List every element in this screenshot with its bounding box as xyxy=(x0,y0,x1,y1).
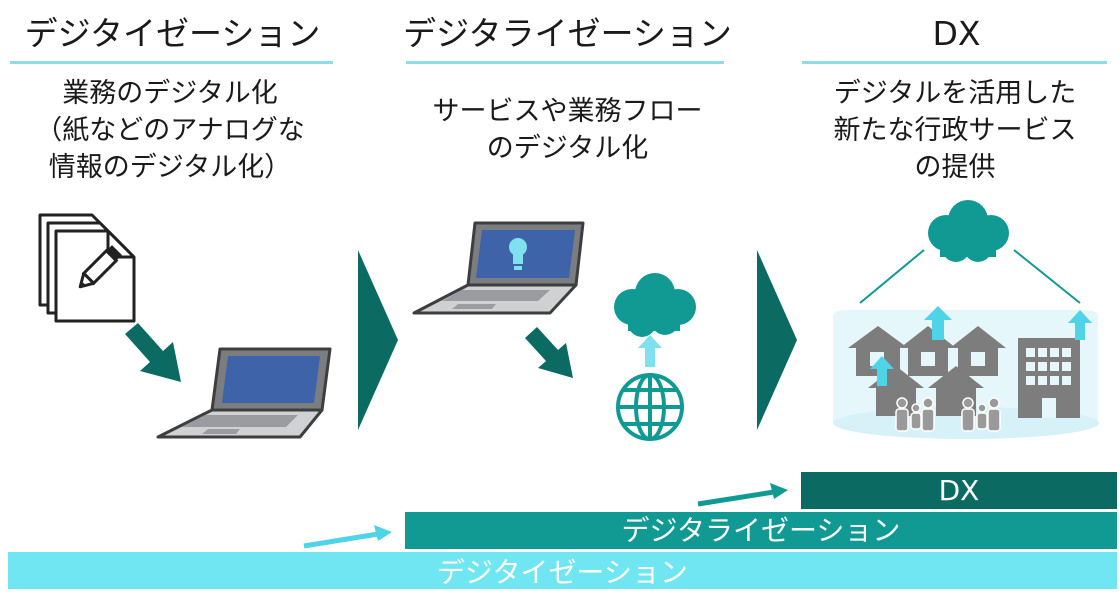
column-2-divider xyxy=(406,61,724,64)
step-arrow-icon xyxy=(697,483,788,507)
column-3-title: DX xyxy=(932,14,981,53)
column-1-divider xyxy=(10,61,333,64)
building-icon xyxy=(1018,338,1080,418)
column-1-desc-line: 情報のデジタル化） xyxy=(48,152,292,183)
column-1-desc-line: 業務のデジタル化 xyxy=(62,78,278,109)
column-1-description: 業務のデジタル化 （紙などのアナログな 情報のデジタル化） xyxy=(0,75,340,186)
column-2-description: サービスや業務フロー のデジタル化 xyxy=(405,93,730,167)
digitalization-bar-label: デジタライゼーション xyxy=(621,514,901,547)
laptop-icon xyxy=(156,347,332,439)
arrow-up-icon xyxy=(638,335,662,367)
column-3-desc-line: デジタルを活用した xyxy=(833,78,1077,109)
cloud-icon xyxy=(614,273,696,337)
column-3-desc-line: の提供 xyxy=(914,152,996,183)
column-1-desc-line: （紙などのアナログな xyxy=(35,115,305,146)
column-2-title: デジタライゼーション xyxy=(403,14,732,53)
arrow-down-right-icon xyxy=(125,323,181,382)
chevron-right-icon xyxy=(757,250,797,430)
column-3-description: デジタルを活用した 新たな行政サービス の提供 xyxy=(805,75,1105,186)
digitalization-illustration xyxy=(412,221,696,441)
digitization-bar: デジタイゼーション xyxy=(8,552,1117,589)
column-3-desc-line: 新たな行政サービス xyxy=(833,115,1077,146)
dx-bar-label: DX xyxy=(938,474,980,507)
house-icon xyxy=(950,326,1006,376)
dx-illustration xyxy=(833,200,1099,439)
digitization-illustration xyxy=(38,213,332,439)
family-icon xyxy=(895,397,1001,432)
cloud-icon xyxy=(928,200,1009,262)
chevron-right-icon xyxy=(358,250,398,430)
arrow-up-icon xyxy=(870,306,1092,386)
column-1-title: デジタイゼーション xyxy=(24,14,321,53)
digitalization-bar: デジタライゼーション xyxy=(405,512,1117,549)
step-arrow-icon xyxy=(303,525,392,549)
globe-icon xyxy=(616,373,684,441)
digitization-bar-label: デジタイゼーション xyxy=(437,556,688,589)
dx-bar: DX xyxy=(801,472,1117,509)
documents-pencil-icon xyxy=(38,213,136,323)
laptop-lightbulb-icon xyxy=(412,221,585,315)
arrow-down-right-icon xyxy=(525,327,573,378)
column-3-divider xyxy=(802,61,1107,64)
column-2-desc-line: サービスや業務フロー xyxy=(432,96,703,127)
column-2-desc-line: のデジタル化 xyxy=(486,133,649,164)
